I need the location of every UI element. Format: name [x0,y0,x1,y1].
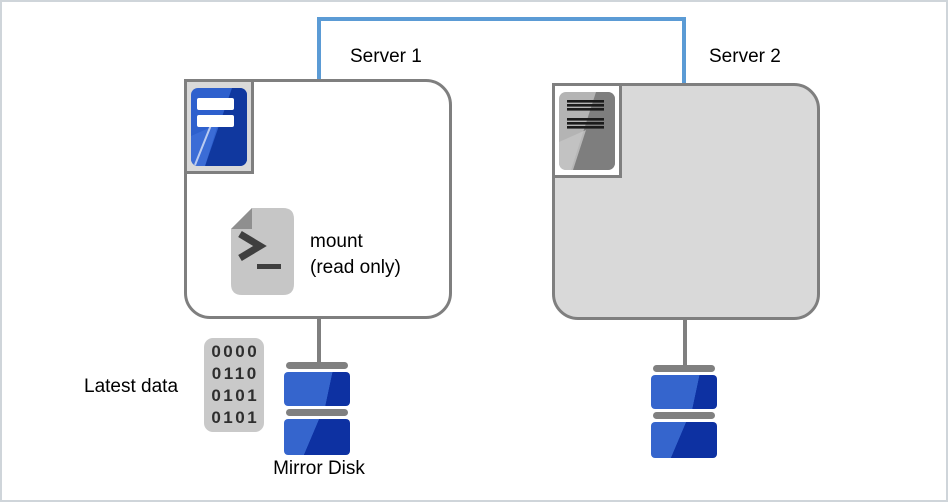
heartbeat-link-drop-server2 [682,17,686,85]
mount-annotation-line1: mount [310,231,363,252]
server-tower-icon [191,87,247,166]
disk-platter [651,375,717,409]
disk-cap-bar [286,409,348,416]
mirror-disk-label: Mirror Disk [273,458,365,479]
disk-cap-bar [653,412,715,419]
terminal-script-file-icon [231,208,294,295]
mirror-disk-icon-server2 [651,365,717,458]
binary-data-icon: 0000 0110 0101 0101 [204,338,264,432]
disk-cap-bar [286,362,348,369]
mirror-disk-icon-server1 [284,362,350,455]
server2-label: Server 2 [709,46,781,67]
server2-disk-connector [683,318,687,366]
disk-platter [284,372,350,406]
server2-icon-frame [552,83,622,178]
server-tower-icon [559,91,615,170]
binary-row: 0000 [211,342,260,361]
latest-data-label: Latest data [84,376,179,397]
heartbeat-link-horizontal [317,17,686,21]
heartbeat-link-drop-server1 [317,17,321,81]
disk-platter [284,419,350,455]
server1-disk-connector [317,317,321,363]
binary-row: 0101 [211,386,260,405]
disk-cap-bar [653,365,715,372]
mount-annotation-line2: (read only) [310,257,401,278]
server1-icon-frame [184,79,254,174]
mount-annotation: mount (read only) [310,229,401,281]
server1-label: Server 1 [350,46,422,67]
disk-platter [651,422,717,458]
binary-row: 0110 [211,364,259,383]
binary-row: 0101 [211,408,260,427]
